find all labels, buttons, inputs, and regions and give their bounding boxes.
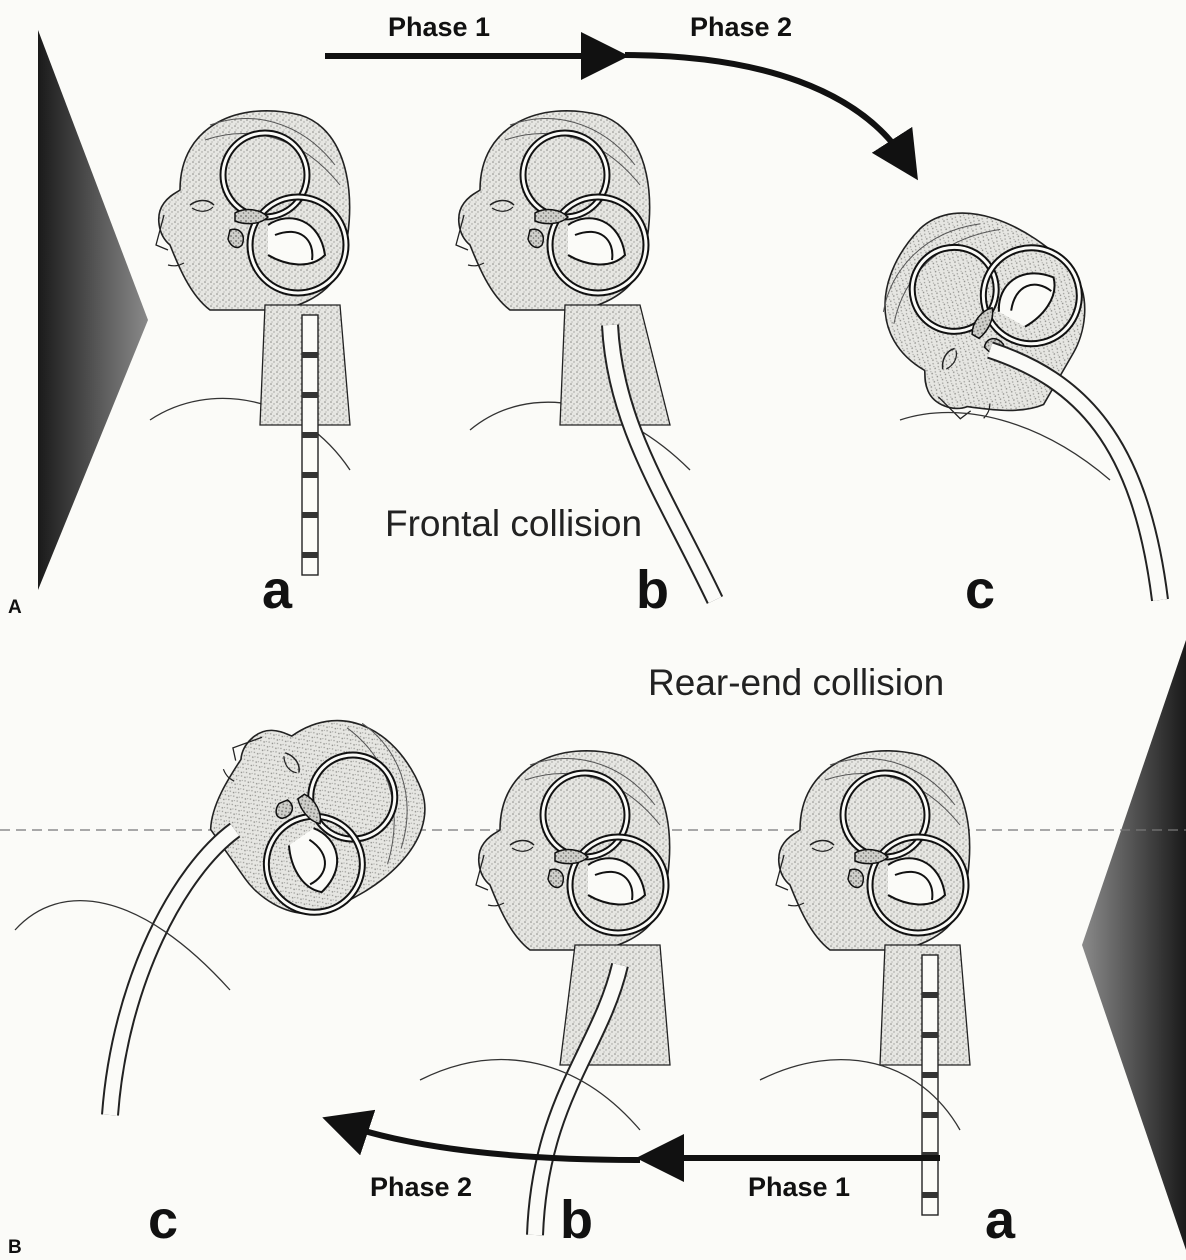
- stage-label-a-1: a: [262, 563, 292, 617]
- panel-letter-b: B: [8, 1238, 22, 1257]
- head-a-rear: [776, 751, 970, 1215]
- phase1-label-a: Phase 1: [388, 14, 490, 41]
- stage-label-b-3: a: [985, 1193, 1015, 1247]
- phase2-arrow-b: [345, 1125, 640, 1160]
- stage-label-a-2: b: [636, 563, 669, 617]
- phase2-arrow-a: [625, 55, 905, 160]
- panel-letter-a: A: [8, 598, 22, 617]
- impact-wedge-b: [1082, 640, 1186, 1250]
- head-c-frontal: [844, 184, 1113, 451]
- head-c-rear: [180, 671, 454, 944]
- head-a-frontal: [156, 111, 350, 575]
- title-frontal: Frontal collision: [385, 505, 642, 542]
- phase1-label-b: Phase 1: [748, 1174, 850, 1201]
- title-rear-end: Rear-end collision: [648, 664, 944, 701]
- impact-wedge-a: [38, 30, 148, 590]
- phase2-label-a: Phase 2: [690, 14, 792, 41]
- phase2-label-b: Phase 2: [370, 1174, 472, 1201]
- stage-label-a-3: c: [965, 563, 995, 617]
- stage-label-b-1: c: [148, 1193, 178, 1247]
- head-b-rear: [476, 751, 670, 1065]
- stage-label-b-2: b: [560, 1193, 593, 1247]
